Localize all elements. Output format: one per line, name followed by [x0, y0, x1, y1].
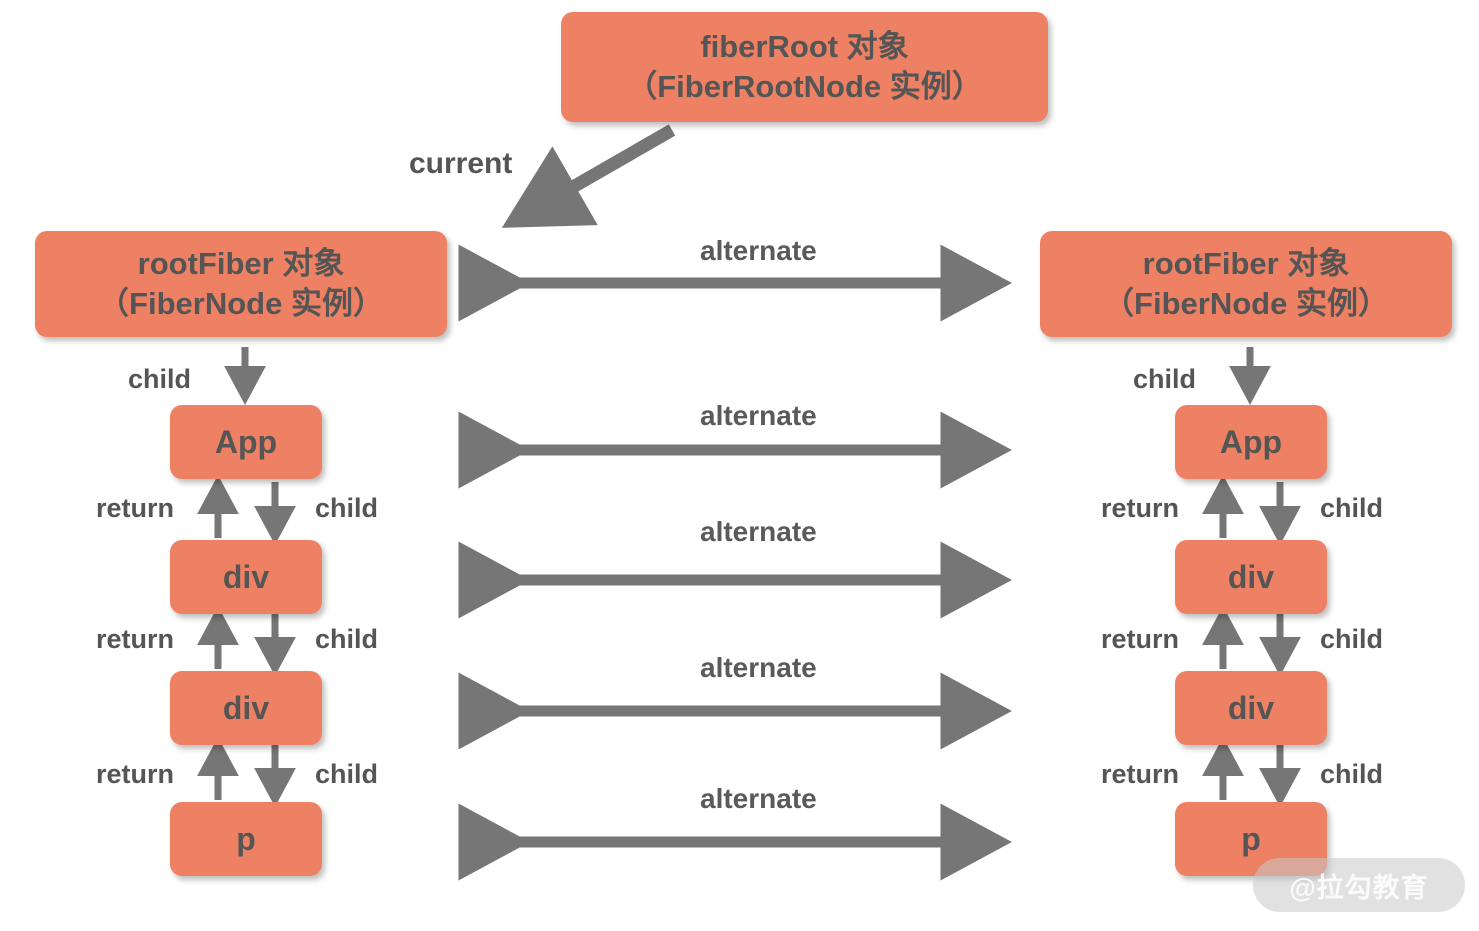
left-edge-1-child-label: child: [315, 624, 379, 654]
left-edge-2-return-label: return: [96, 759, 175, 789]
node-fiber-root-line1: fiberRoot 对象: [700, 29, 909, 65]
left-edge-0-return-label: return: [96, 493, 175, 523]
right-edge-0-return-label: return: [1101, 493, 1180, 523]
alternate-label-3: alternate: [700, 652, 817, 683]
node-fiber-root[interactable]: fiberRoot 对象 （FiberRootNode 实例）: [561, 12, 1048, 122]
right-node-root-fiber-line2: （FiberNode 实例）: [1103, 286, 1389, 321]
right-root-child-label: child: [1133, 364, 1197, 394]
left-edge-0-child-label: child: [315, 493, 379, 523]
left-node-p[interactable]: p: [170, 802, 322, 876]
left-node-div-1[interactable]: div: [170, 540, 322, 614]
current-label: current: [409, 147, 513, 180]
right-edge-1-child-label: child: [1320, 624, 1384, 654]
left-node-root-fiber-line2: （FiberNode 实例）: [98, 286, 384, 321]
right-node-div-1-label: div: [1227, 558, 1275, 595]
right-edge-2-child-label: child: [1320, 759, 1384, 789]
alternate-label-4: alternate: [700, 783, 817, 814]
right-node-div-2[interactable]: div: [1175, 671, 1327, 745]
right-node-app[interactable]: App: [1175, 405, 1327, 479]
left-node-root-fiber-line1: rootFiber 对象: [137, 246, 345, 282]
right-node-root-fiber[interactable]: rootFiber 对象 （FiberNode 实例）: [1040, 231, 1452, 337]
right-edge-2-return-label: return: [1101, 759, 1180, 789]
left-node-app[interactable]: App: [170, 405, 322, 479]
alternate-label-0: alternate: [700, 235, 817, 266]
right-node-p-label: p: [1241, 820, 1261, 857]
left-edge-1-return-label: return: [96, 624, 175, 654]
current-arrow: [501, 124, 676, 228]
watermark: @拉勾教育: [1253, 858, 1465, 912]
left-node-root-fiber[interactable]: rootFiber 对象 （FiberNode 实例）: [35, 231, 447, 337]
left-node-div-2-label: div: [222, 689, 270, 726]
right-edge-0-child-label: child: [1320, 493, 1384, 523]
right-node-root-fiber-line1: rootFiber 对象: [1142, 246, 1350, 282]
left-edge-2-child-label: child: [315, 759, 379, 789]
right-node-app-label: App: [1219, 423, 1283, 460]
left-node-app-label: App: [214, 423, 278, 460]
right-node-div-2-label: div: [1227, 689, 1275, 726]
right-node-div-1[interactable]: div: [1175, 540, 1327, 614]
right-edge-1-return-label: return: [1101, 624, 1180, 654]
left-node-p-label: p: [236, 820, 256, 857]
alternate-label-1: alternate: [700, 400, 817, 431]
node-fiber-root-line2: （FiberRootNode 实例）: [626, 69, 983, 104]
left-node-div-2[interactable]: div: [170, 671, 322, 745]
left-node-div-1-label: div: [222, 558, 270, 595]
alternate-label-2: alternate: [700, 516, 817, 547]
left-root-child-label: child: [128, 364, 192, 394]
